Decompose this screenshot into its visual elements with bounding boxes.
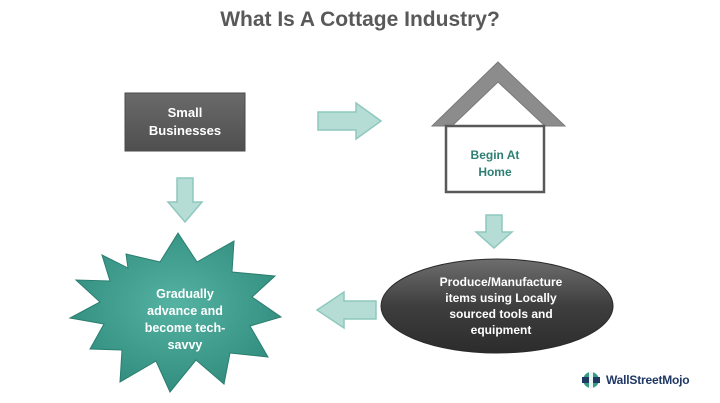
arrow-left-to-advance — [315, 290, 377, 330]
produce-line3: sourced tools and — [449, 307, 553, 321]
page-title: What Is A Cottage Industry? — [220, 8, 500, 31]
produce-label: Produce/Manufacture items using Locally … — [395, 263, 607, 349]
arrow-down-to-produce — [474, 214, 514, 250]
advance-line2: advance and — [147, 304, 223, 318]
small-businesses-line1: Small — [167, 105, 203, 120]
arrow-down-to-advance — [166, 177, 204, 224]
advance-label: Gradually advance and become tech- savvy — [120, 280, 250, 360]
arrow-right-to-home — [317, 101, 383, 141]
produce-line4: equipment — [470, 323, 532, 337]
wallstreetmojo-logo-icon — [582, 372, 600, 388]
small-businesses-label: Small Businesses — [125, 93, 245, 151]
house-roof — [430, 61, 567, 127]
advance-line3: become tech- — [144, 321, 226, 335]
produce-line1: Produce/Manufacture — [439, 275, 563, 289]
small-businesses-line2: Businesses — [148, 123, 222, 138]
small-businesses-box — [124, 92, 246, 152]
brand-text: WallStreetMojo — [606, 373, 690, 387]
house-body — [444, 124, 546, 194]
advance-starburst — [68, 232, 283, 393]
begin-at-home-line2: Home — [478, 165, 512, 179]
produce-ellipse — [380, 258, 614, 354]
begin-at-home-line1: Begin At — [470, 148, 520, 162]
advance-line1: Gradually — [156, 287, 214, 301]
begin-at-home-label: Begin At Home — [446, 138, 544, 190]
produce-line2: items using Locally — [445, 291, 557, 305]
brand-logo: WallStreetMojo — [580, 369, 690, 391]
advance-line4: savvy — [167, 338, 203, 352]
